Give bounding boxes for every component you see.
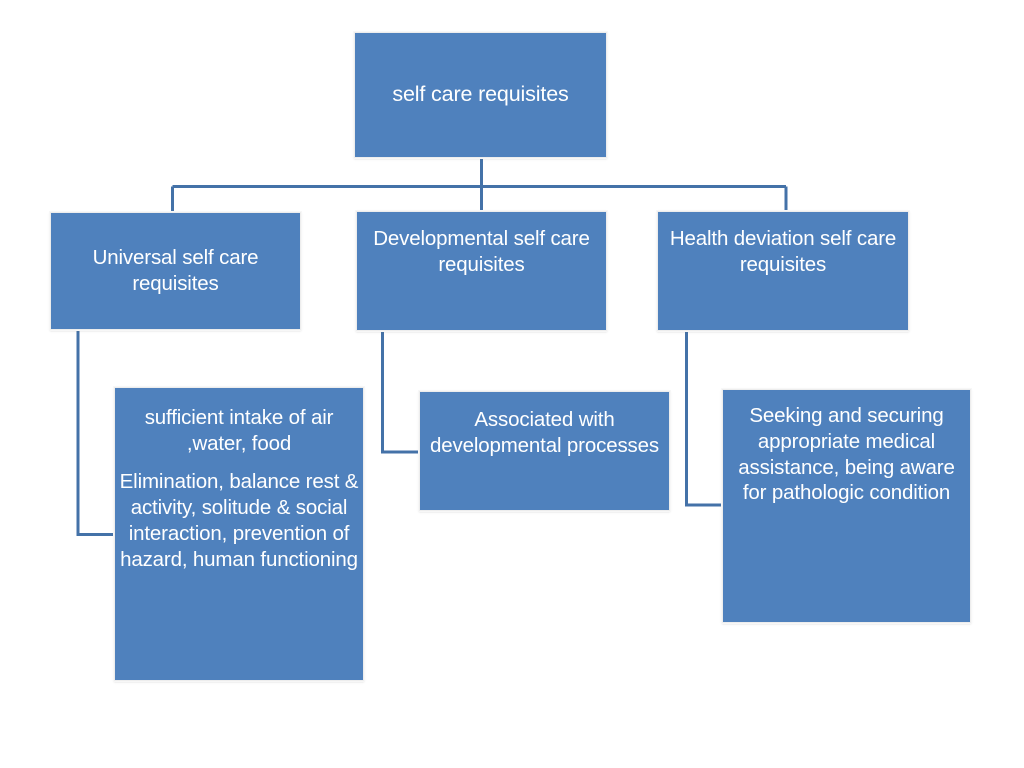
node-label-paragraph-2: Elimination, balance rest & activity, so…: [119, 470, 359, 571]
connector-universal-to-detail: [76, 330, 116, 536]
node-health-deviation-self-care-requisites[interactable]: Health deviation self care requisites: [656, 210, 910, 332]
connector-developmental-to-detail: [381, 331, 421, 454]
node-label: Associated with developmental processes: [429, 408, 660, 457]
node-developmental-self-care-requisites[interactable]: Developmental self care requisites: [355, 210, 608, 332]
node-health-deviation-self-care-detail[interactable]: Seeking and securing appropriate medical…: [721, 388, 972, 624]
node-label: Seeking and securing appropriate medical…: [738, 404, 955, 505]
node-self-care-requisites[interactable]: self care requisites: [353, 31, 608, 159]
node-label-group: sufficient intake of air ,water, food El…: [117, 405, 361, 573]
node-universal-self-care-requisites[interactable]: Universal self care requisites: [49, 211, 302, 331]
node-label: self care requisites: [392, 82, 569, 107]
node-label: Health deviation self care requisites: [669, 227, 897, 276]
node-label-paragraph-1: sufficient intake of air ,water, food: [144, 406, 334, 455]
node-label: Universal self care requisites: [92, 246, 259, 295]
node-label: Developmental self care requisites: [373, 227, 590, 276]
connector-health-to-detail: [685, 331, 724, 507]
node-developmental-self-care-detail[interactable]: Associated with developmental processes: [418, 390, 671, 512]
node-universal-self-care-detail[interactable]: sufficient intake of air ,water, food El…: [113, 386, 365, 682]
